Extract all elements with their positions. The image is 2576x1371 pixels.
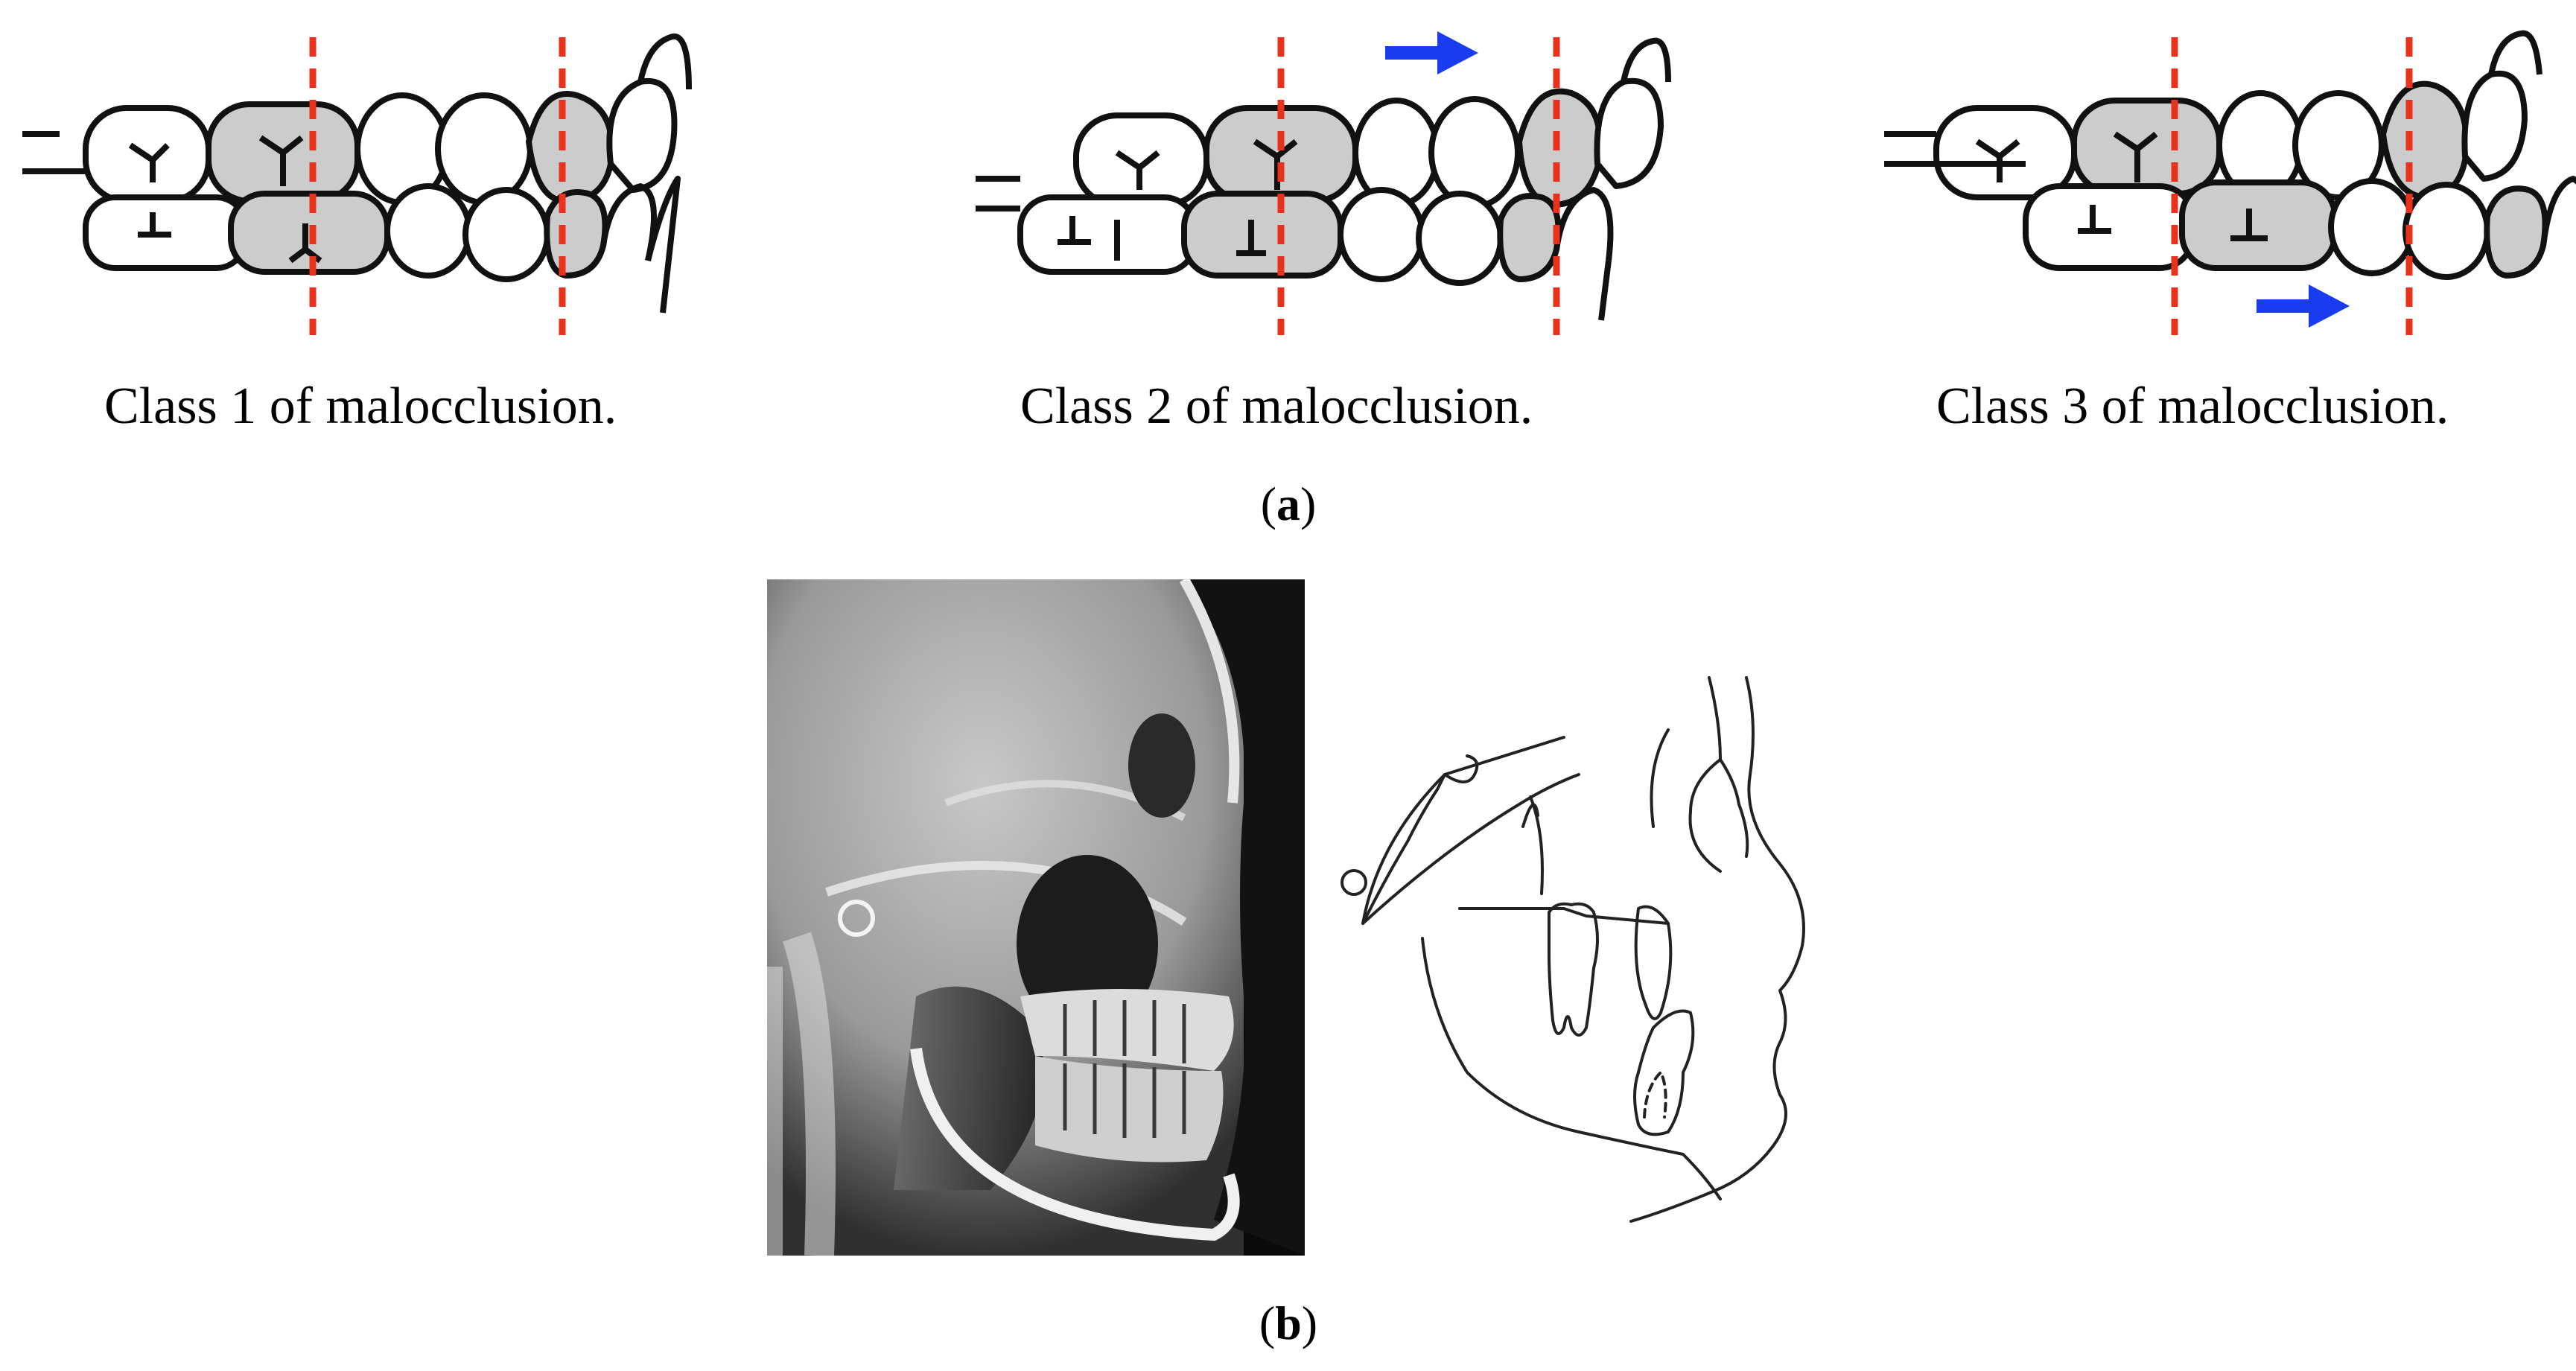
caption-class-3: Class 3 of malocclusion.: [1936, 378, 2449, 435]
panel-letter-b: b: [1275, 1297, 1302, 1349]
class-3-diagram: [1877, 15, 2576, 335]
tracing-svg: [1341, 676, 1805, 1223]
caption-class-1: Class 1 of malocclusion.: [104, 378, 617, 435]
class-3-teeth-svg: [1884, 30, 2576, 335]
panel-label-b: (b): [1259, 1297, 1318, 1349]
class-2-diagram: [968, 15, 1698, 335]
xray-svg: [767, 579, 1305, 1256]
arrow-right-icon: [2257, 284, 2350, 328]
panel-label-a: (a): [1260, 477, 1317, 530]
cephalometric-tracing: [1333, 655, 1869, 1251]
arrow-right-icon: [1385, 31, 1478, 74]
class-1-teeth-svg: [22, 33, 692, 335]
class-2-teeth-svg: [976, 31, 1671, 335]
panel-letter-a: a: [1276, 477, 1300, 530]
class-1-diagram: [15, 15, 745, 335]
caption-class-2: Class 2 of malocclusion.: [1020, 378, 1533, 435]
cephalometric-xray-image: [767, 579, 1305, 1256]
